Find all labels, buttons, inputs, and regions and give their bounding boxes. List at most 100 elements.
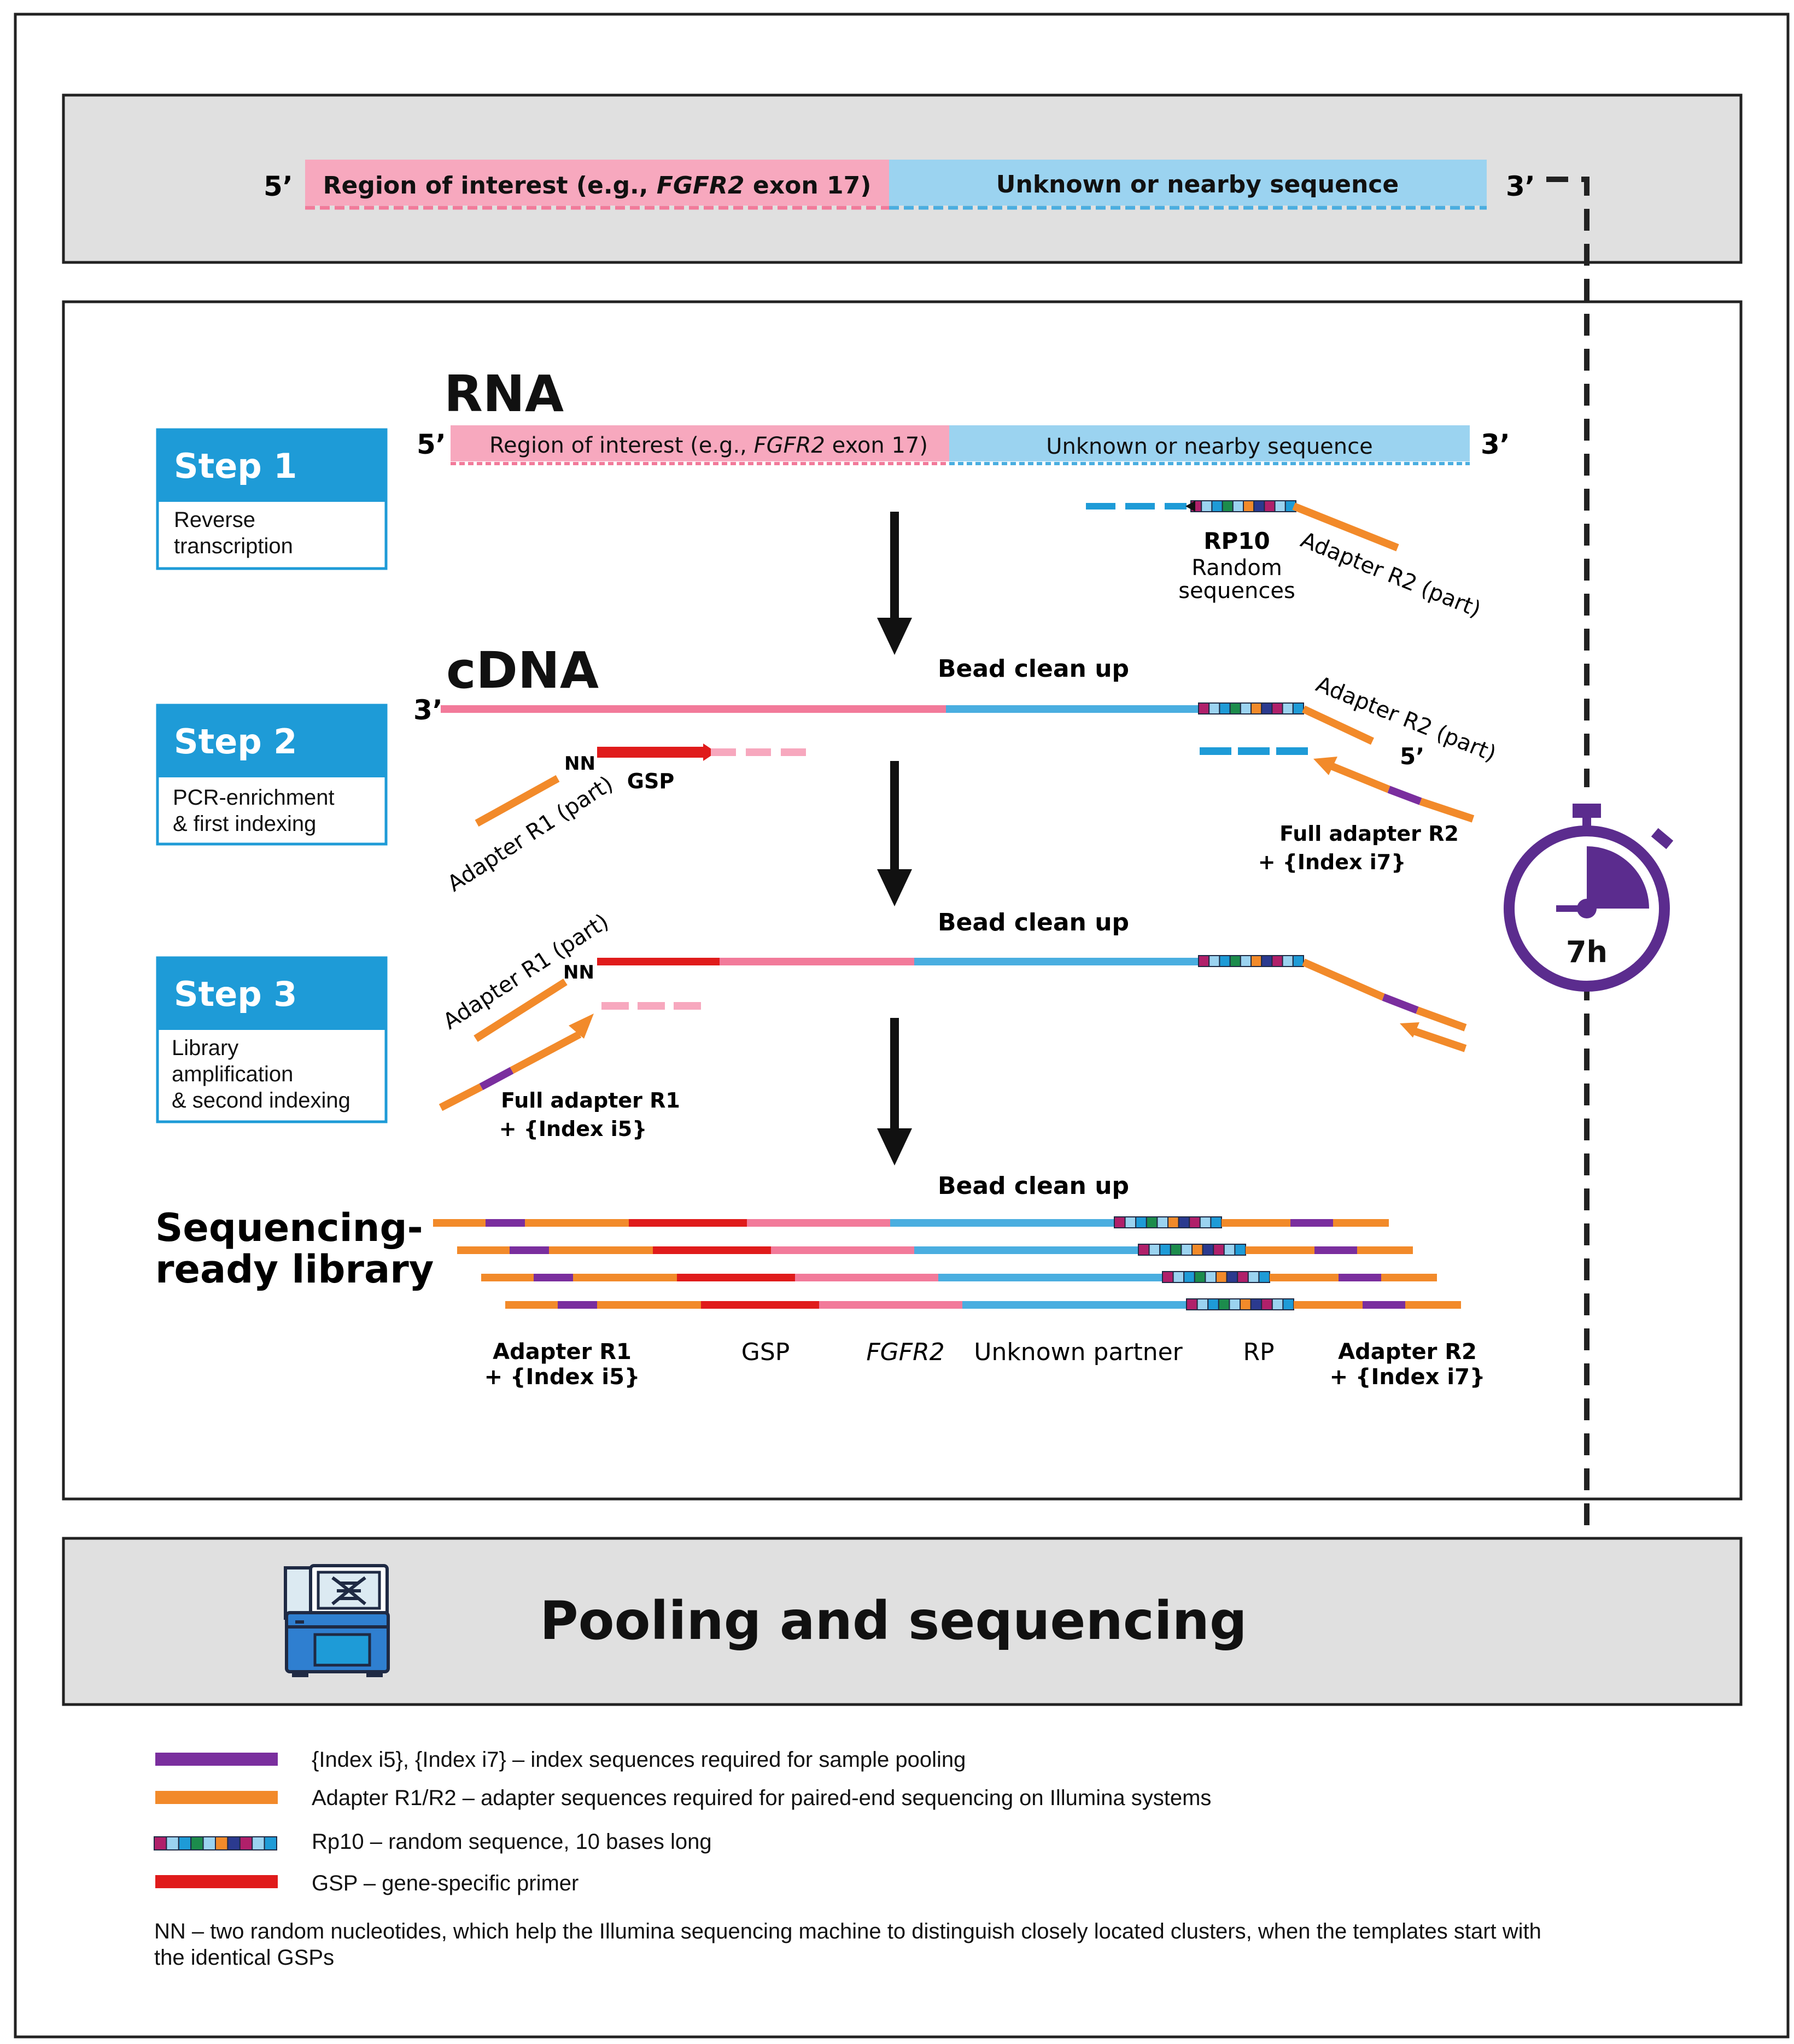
library-index-segment — [558, 1301, 597, 1309]
rp10-base — [1226, 1271, 1238, 1283]
rp10-base — [1261, 1298, 1273, 1310]
rp10-base — [1282, 702, 1294, 714]
stopwatch-icon: 7h — [1504, 804, 1674, 992]
legend-text-index: {Index i5}, {Index i7} – index sequences… — [312, 1748, 966, 1772]
library-gene-segment — [771, 1246, 914, 1254]
step-1-desc-line-1: Reverse — [174, 508, 255, 532]
library-rp-segment — [1138, 1244, 1246, 1256]
library-section: Bead clean up Sequencing- ready library … — [155, 1172, 1485, 1390]
pooling-label: Pooling and sequencing — [540, 1590, 1247, 1651]
rp10-base — [1218, 1298, 1230, 1310]
step-1-title: Step 1 — [174, 446, 297, 486]
library-title-line-1: Sequencing- — [155, 1205, 423, 1250]
step3-bead-clean-up: Bead clean up — [938, 909, 1129, 936]
footnote-line-2: the identical GSPs — [154, 1946, 334, 1970]
step-2-title: Step 2 — [174, 722, 297, 762]
rna-unknown-label: Unknown or nearby sequence — [1046, 434, 1372, 459]
top-unknown-label: Unknown or nearby sequence — [996, 171, 1399, 198]
top-panel: 5’ Region of interest (e.g., FGFR2 exon … — [62, 93, 1743, 264]
rt-primer-arrowhead — [1185, 501, 1195, 512]
rp10-base — [1162, 1271, 1174, 1283]
rp10-base — [1138, 1244, 1150, 1256]
library-adapter-segment — [1333, 1219, 1389, 1227]
rp10-base — [239, 1836, 253, 1850]
label-adapter-r2-line-2: + {Index i7} — [1330, 1364, 1486, 1390]
rp10-base — [1222, 500, 1234, 512]
step-2-desc-line-2: & first indexing — [173, 812, 316, 836]
step-2-box: Step 2 PCR-enrichment & first indexing — [156, 704, 388, 846]
rp10-base — [1232, 500, 1244, 512]
outer-frame — [14, 13, 1790, 2039]
cdna-bead-clean-up: Bead clean up — [938, 655, 1129, 683]
step-arrow-1 — [877, 512, 912, 655]
step-2-desc-line-1: PCR-enrichment — [173, 786, 335, 810]
rp10-base — [1207, 1298, 1219, 1310]
rp10-base — [1146, 1216, 1158, 1228]
rp10-base — [1211, 500, 1223, 512]
footnote-line-1: NN – two random nucleotides, which help … — [154, 1919, 1541, 1943]
library-gene-segment — [819, 1301, 962, 1309]
rp10-base — [1148, 1244, 1161, 1256]
random-line-1: Random — [1191, 555, 1282, 581]
step-1-desc-line-2: transcription — [174, 534, 293, 558]
rp10-base — [1258, 1271, 1270, 1283]
rp10-base — [1170, 1244, 1182, 1256]
legend-swatch-index — [155, 1753, 278, 1766]
top-three-prime: 3’ — [1506, 171, 1535, 202]
rp10-base — [1208, 955, 1220, 967]
rp10-base — [1172, 1271, 1185, 1283]
legend-text-rp10: Rp10 – random sequence, 10 bases long — [312, 1830, 712, 1854]
full-adapter-r1-line-1: Full adapter R1 — [501, 1088, 680, 1112]
rp10-base — [1189, 1216, 1201, 1228]
library-partner-segment — [914, 1246, 1138, 1254]
step-3-title: Step 3 — [174, 974, 297, 1014]
library-adapter-segment — [481, 1274, 534, 1281]
library-gsp-segment — [629, 1219, 747, 1227]
legend-swatch-gsp — [155, 1875, 278, 1888]
label-partner: Unknown partner — [974, 1338, 1183, 1366]
rp10-base — [1219, 955, 1231, 967]
rp10-base — [1264, 500, 1276, 512]
rp10-base — [1243, 500, 1255, 512]
rp10-base — [1191, 1244, 1203, 1256]
legend: {Index i5}, {Index i7} – index sequences… — [154, 1748, 1541, 1970]
library-adapter-segment — [573, 1274, 677, 1281]
library-index-segment — [534, 1274, 573, 1281]
step-3-desc-line-1: Library — [172, 1036, 238, 1060]
cdna-five-prime: 5’ — [1400, 743, 1424, 770]
legend-text-gsp: GSP – gene-specific primer — [312, 1871, 578, 1895]
rp10-base — [1181, 1244, 1193, 1256]
rp10-base — [252, 1836, 265, 1850]
top-region-bar — [305, 160, 889, 206]
rp10-block-step3 — [1198, 955, 1305, 967]
rna-unknown-bar — [949, 425, 1470, 461]
step-3-box: Step 3 Library amplification & second in… — [156, 956, 388, 1123]
rp10-base — [1124, 1216, 1137, 1228]
rp10-label: RP10 — [1203, 528, 1270, 554]
rp10-base — [1208, 702, 1220, 714]
cdna-label: cDNA — [446, 641, 599, 700]
rp10-base — [1292, 702, 1305, 714]
library-adapter-segment — [505, 1301, 558, 1309]
rna-region-bar — [451, 425, 949, 461]
library-adapter-segment — [1222, 1219, 1290, 1227]
full-adapter-r2-line-2: + {Index i7} — [1258, 850, 1406, 874]
legend-swatch-rp10 — [154, 1836, 278, 1850]
rp10-base — [1219, 702, 1231, 714]
step3-gsp-segment — [597, 958, 720, 965]
rp10-base — [1261, 955, 1273, 967]
timer-label: 7h — [1566, 935, 1608, 969]
rp10-block-rna — [1190, 500, 1297, 512]
rp10-base — [1261, 702, 1273, 714]
library-adapter-segment — [525, 1219, 629, 1227]
rp10-base — [1240, 702, 1252, 714]
rp10-base — [1216, 1271, 1228, 1283]
rp10-base — [1282, 1298, 1294, 1310]
rp10-base — [1213, 1244, 1225, 1256]
rp10-base — [1183, 1271, 1195, 1283]
library-adapter-segment — [1357, 1246, 1413, 1254]
library-gene-segment — [747, 1219, 890, 1227]
library-partner-segment — [890, 1219, 1114, 1227]
rp10-base — [1274, 500, 1286, 512]
